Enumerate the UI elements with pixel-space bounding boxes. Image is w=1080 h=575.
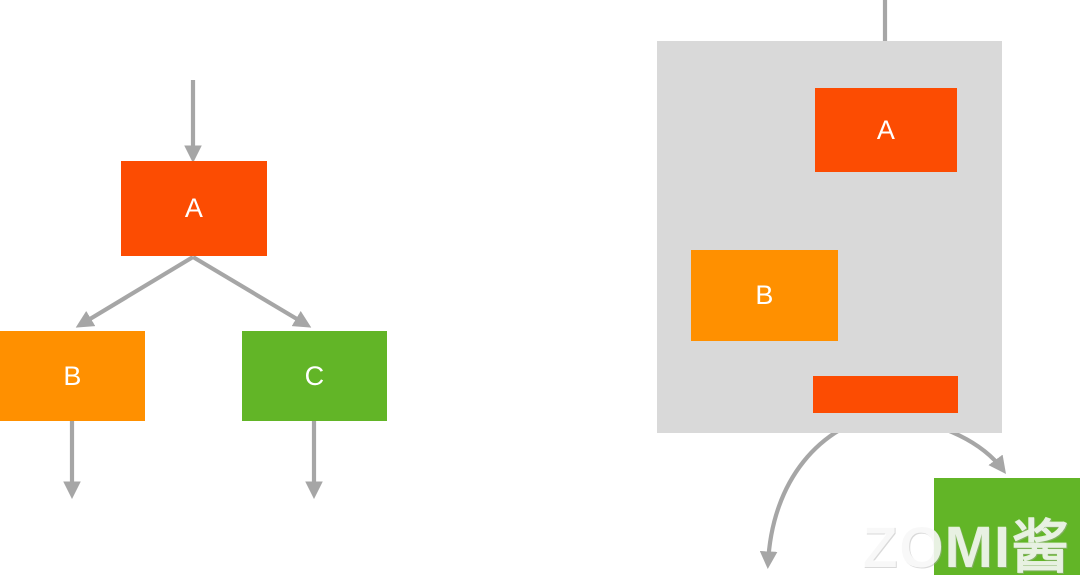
node-right-merge[interactable] <box>813 376 958 413</box>
edge-left-a-to-left-c <box>191 255 312 328</box>
node-right-a-label: A <box>876 114 896 145</box>
node-right-b[interactable]: B <box>691 250 838 341</box>
node-left-a-label: A <box>184 193 204 223</box>
node-left-a[interactable]: A <box>121 161 267 256</box>
node-right-green[interactable] <box>934 478 1080 575</box>
node-left-b[interactable]: B <box>0 331 145 421</box>
edge-left-a-to-left-b <box>75 255 195 328</box>
edge-right-merge-to-output <box>759 410 886 570</box>
node-left-b-label: B <box>63 360 82 391</box>
node-left-c[interactable]: C <box>242 331 387 421</box>
node-left-c-label: C <box>304 360 325 391</box>
node-right-b-label: B <box>755 280 774 310</box>
node-right-a[interactable]: A <box>815 88 957 172</box>
